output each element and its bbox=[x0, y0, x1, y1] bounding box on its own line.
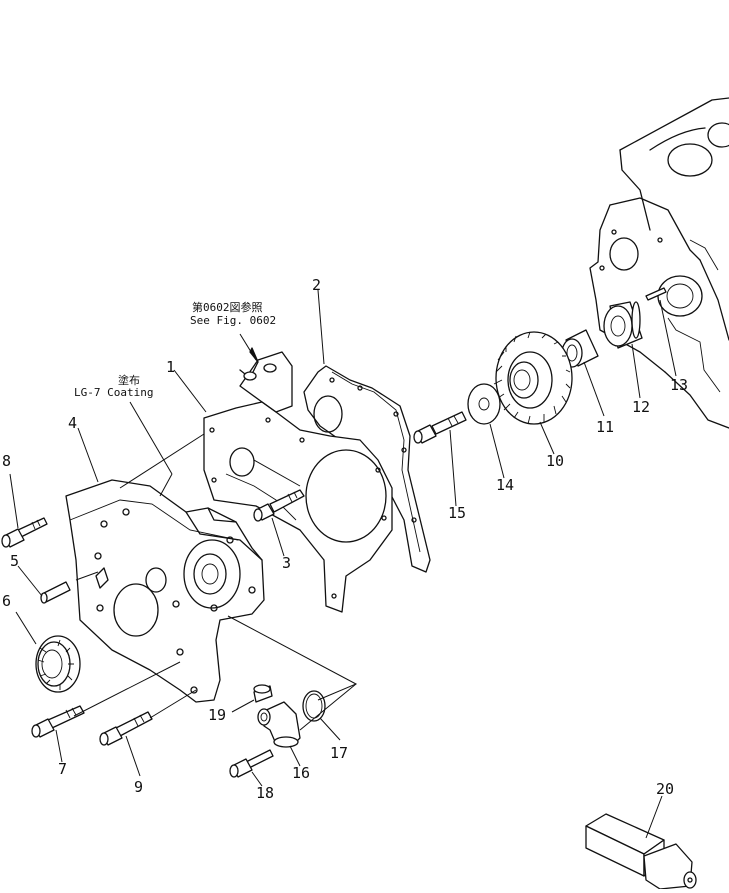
part-20-tool bbox=[585, 813, 697, 890]
part-10-gear bbox=[493, 331, 573, 425]
callout-18: 18 bbox=[256, 784, 274, 802]
part-6-oil-seal bbox=[35, 635, 81, 693]
part-13-dowel-pin bbox=[645, 287, 667, 301]
see-fig-note-jp: 第0602図参照 bbox=[192, 300, 263, 314]
part-3-bolt bbox=[253, 489, 305, 522]
part-8-bolt bbox=[1, 517, 48, 548]
callout-12: 12 bbox=[632, 398, 650, 416]
callout-2: 2 bbox=[312, 276, 321, 294]
callout-15: 15 bbox=[448, 504, 466, 522]
callout-19: 19 bbox=[208, 706, 226, 724]
callout-4: 4 bbox=[68, 414, 77, 432]
coating-note-jp: 塗布 bbox=[118, 373, 140, 387]
callout-6: 6 bbox=[2, 592, 11, 610]
coating-note-en: LG-7 Coating bbox=[74, 386, 153, 399]
see-fig-note-en: See Fig. 0602 bbox=[190, 314, 276, 327]
part-15-bolt bbox=[413, 411, 467, 444]
part-18-bolt bbox=[229, 749, 274, 778]
callout-labels: 1 2 3 4 5 6 7 8 9 10 11 12 13 14 15 16 1… bbox=[2, 276, 688, 802]
callout-1: 1 bbox=[166, 358, 175, 376]
callout-20: 20 bbox=[656, 780, 674, 798]
part-17-o-ring bbox=[302, 690, 326, 722]
callout-9: 9 bbox=[134, 778, 143, 796]
part-5-dowel-pin bbox=[40, 581, 71, 604]
callout-17: 17 bbox=[330, 744, 348, 762]
part-7-bolt bbox=[31, 705, 85, 738]
leader-lines bbox=[9, 289, 677, 839]
callout-3: 3 bbox=[282, 554, 291, 572]
part-16-elbow bbox=[257, 701, 301, 748]
part-19-plug bbox=[253, 684, 273, 703]
part-12-shaft bbox=[603, 301, 643, 349]
callout-10: 10 bbox=[546, 452, 564, 470]
callout-5: 5 bbox=[10, 552, 19, 570]
callout-14: 14 bbox=[496, 476, 514, 494]
callout-13: 13 bbox=[670, 376, 688, 394]
engine-block bbox=[589, 97, 729, 429]
part-14-washer bbox=[467, 383, 501, 425]
notes: 第0602図参照 See Fig. 0602 塗布 LG-7 Coating bbox=[74, 300, 276, 399]
part-4-front-cover bbox=[65, 479, 265, 703]
part-1-plate bbox=[203, 351, 393, 613]
part-2-gasket bbox=[303, 365, 431, 573]
part-9-bolt bbox=[99, 711, 153, 746]
callout-8: 8 bbox=[2, 452, 11, 470]
callout-16: 16 bbox=[292, 764, 310, 782]
callout-11: 11 bbox=[596, 418, 614, 436]
callout-7: 7 bbox=[58, 760, 67, 778]
